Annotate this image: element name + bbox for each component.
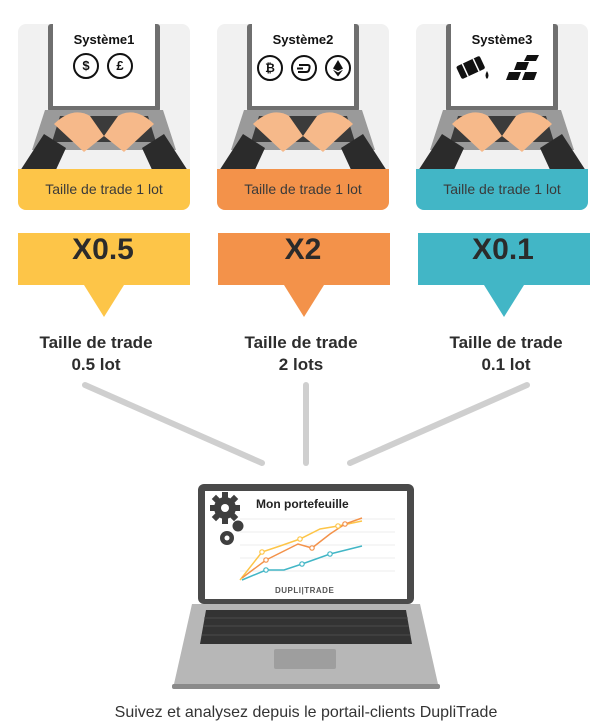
ethereum-icon <box>325 55 351 81</box>
system-title-3: Système3 <box>471 32 533 47</box>
bitcoin-icon: ₿ <box>257 55 283 81</box>
laptop-typing-illustration <box>416 24 588 174</box>
footer-caption: Suivez et analysez depuis le portail-cli… <box>114 704 498 721</box>
trade-size-heading: Taille de trade <box>449 333 563 352</box>
system-card-2: Système2 ₿ Taille de trade 1 lot <box>217 24 389 210</box>
system-title-2: Système2 <box>272 32 334 47</box>
pound-icon: £ <box>107 53 133 79</box>
trade-size-value: 2 lots <box>278 355 324 374</box>
system-card-1: Système1 $ £ Taille de trade 1 lot <box>18 24 190 210</box>
multiplier-shape-3 <box>418 233 590 317</box>
gears-icon <box>210 492 244 545</box>
portfolio-laptop <box>172 484 440 689</box>
trade-size-label-2: Taille de trade 2 lots <box>216 332 386 376</box>
gold-bars-icon <box>506 55 539 80</box>
system-card-3: Système3 Taille de trade 1 lot <box>416 24 588 210</box>
trade-size-band-1: Taille de trade 1 lot <box>18 169 190 210</box>
trade-size-heading: Taille de trade <box>244 333 358 352</box>
trade-size-heading: Taille de trade <box>39 333 153 352</box>
dash-icon <box>291 55 317 81</box>
trade-size-value: 0.5 lot <box>71 355 121 374</box>
trade-size-band-3: Taille de trade 1 lot <box>416 169 588 210</box>
multiplier-3: X0.1 <box>472 233 534 266</box>
system-title-1: Système1 <box>73 32 135 47</box>
multiplier-shape-1 <box>18 233 190 317</box>
trade-size-label-1: Taille de trade 0.5 lot <box>11 332 181 376</box>
laptop-typing-illustration <box>18 24 190 174</box>
multiplier-2: X2 <box>284 233 322 266</box>
connector-line-3 <box>347 382 530 466</box>
portfolio-title: Mon portefeuille <box>256 497 349 511</box>
dollar-icon: $ <box>73 53 99 79</box>
oil-barrel-icon <box>456 56 489 79</box>
multiplier-1: X0.5 <box>72 233 134 266</box>
trade-size-label-3: Taille de trade 0.1 lot <box>421 332 591 376</box>
multiplier-shape-2 <box>218 233 390 317</box>
trade-size-value: 0.1 lot <box>481 355 531 374</box>
duplitrade-logo: DUPLI|TRADE <box>275 586 335 595</box>
trade-size-band-2: Taille de trade 1 lot <box>217 169 389 210</box>
connector-line-1 <box>82 382 265 466</box>
